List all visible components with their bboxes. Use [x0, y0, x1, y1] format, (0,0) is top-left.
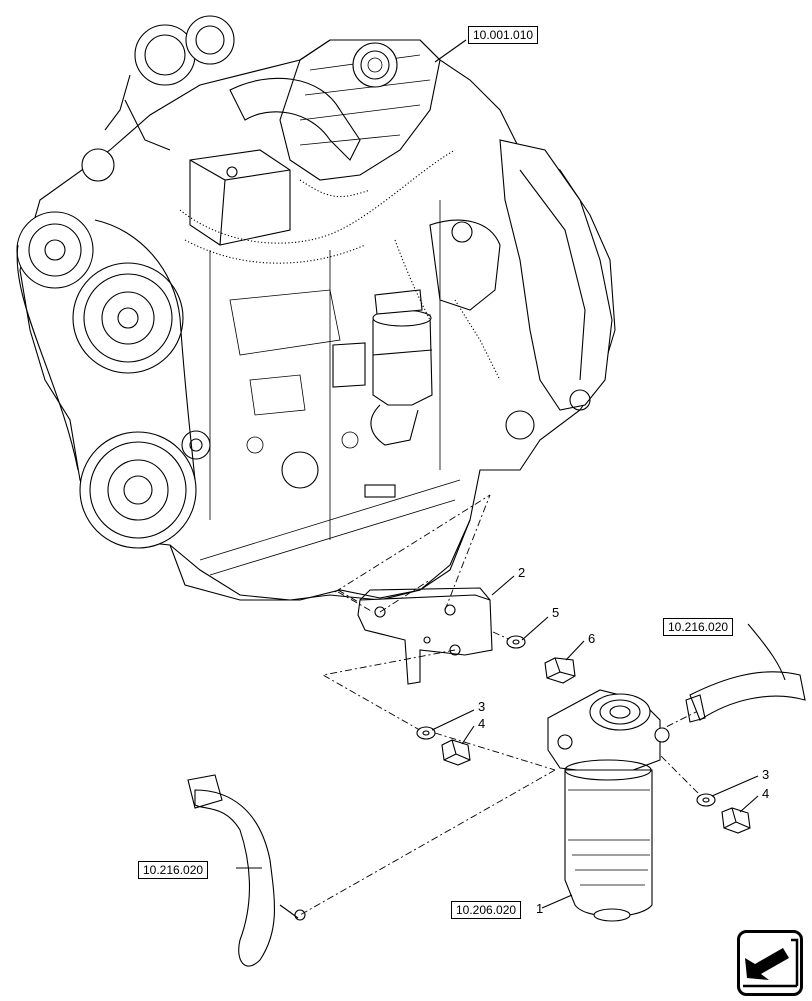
hose-left	[187, 774, 306, 967]
callout-filter: 1	[536, 901, 544, 916]
bolt-right	[721, 807, 751, 834]
callout-bracket: 2	[518, 565, 526, 580]
bolt-left	[441, 739, 471, 766]
washer-upper	[506, 635, 526, 649]
engine-assembly	[16, 15, 616, 601]
callout-washer-left: 3	[478, 699, 486, 714]
bolt-upper	[544, 657, 576, 684]
filter-reference-label[interactable]: 10.206.020	[451, 901, 522, 919]
hose-left-reference-label[interactable]: 10.216.020	[138, 861, 209, 879]
callout-washer-upper: 5	[552, 605, 560, 620]
hose-right-reference-label[interactable]: 10.216.020	[663, 618, 734, 636]
callout-bolt-upper: 6	[588, 631, 596, 646]
hose-right	[685, 671, 806, 723]
return-arrow-icon[interactable]	[737, 930, 803, 996]
leader-lines	[236, 39, 786, 909]
callout-bolt-left: 4	[478, 716, 486, 731]
fuel-filter	[547, 689, 670, 922]
washer-left	[416, 726, 436, 740]
mounting-bracket	[357, 587, 493, 685]
washer-right	[696, 793, 716, 807]
callout-bolt-right: 4	[762, 786, 770, 801]
callout-washer-right: 3	[762, 767, 770, 782]
engine-reference-label[interactable]: 10.001.010	[468, 26, 539, 44]
